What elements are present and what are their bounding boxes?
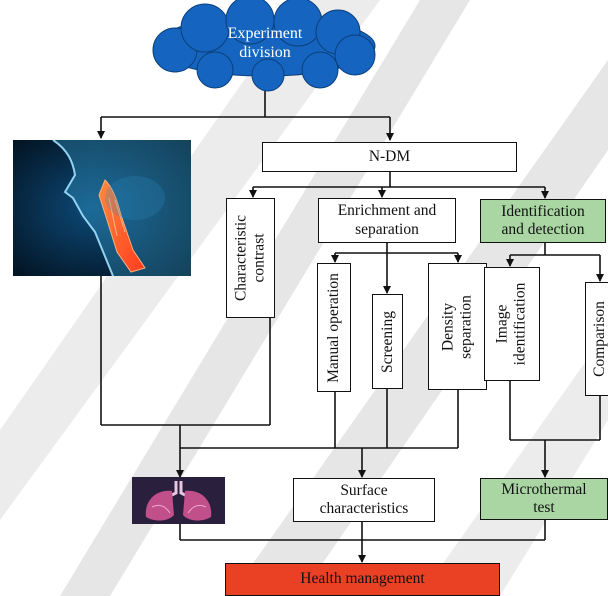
- surface-characteristics-box: Surface characteristics: [293, 478, 435, 522]
- screening-label: Screening: [378, 310, 396, 373]
- comparison-box: Comparison: [585, 282, 608, 396]
- experiment-division-label: Experiment division: [227, 25, 303, 62]
- manual-operation-box: Manual operation: [317, 263, 351, 392]
- lungs-illustration-image: [132, 477, 225, 524]
- throat-xray-image: [13, 140, 191, 276]
- manual-operation-label: Manual operation: [324, 272, 342, 383]
- image-identification-box: Image identification: [484, 267, 540, 381]
- comparison-label: Comparison: [590, 301, 608, 377]
- characteristic-contrast-box: Characteristic contrast: [226, 198, 275, 318]
- density-separation-label: Density separation: [439, 294, 475, 359]
- enrichment-separation-box: Enrichment and separation: [318, 198, 456, 243]
- screening-box: Screening: [372, 294, 403, 389]
- identification-detection-box: Identification and detection: [480, 199, 606, 243]
- characteristic-contrast-label: Characteristic contrast: [232, 214, 268, 302]
- health-management-box: Health management: [225, 563, 500, 596]
- microthermal-test-box: Microthermal test: [480, 478, 608, 520]
- image-identification-label: Image identification: [493, 282, 529, 366]
- density-separation-box: Density separation: [428, 263, 487, 390]
- ndm-box: N-DM: [262, 142, 517, 172]
